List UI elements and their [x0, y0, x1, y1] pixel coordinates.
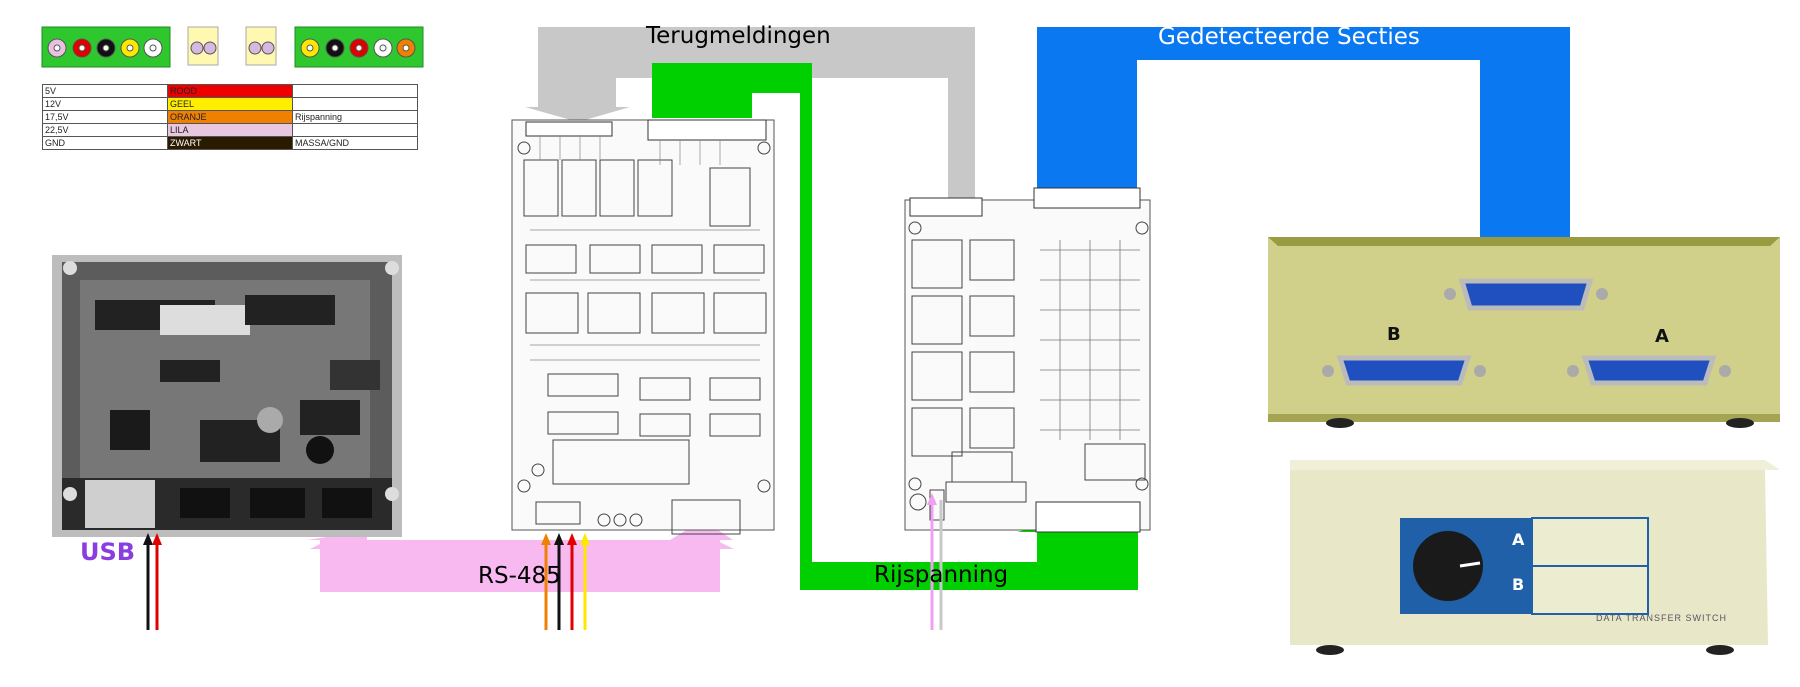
- track-voltage-band: [652, 63, 1138, 590]
- rs485-power-wires: [541, 533, 590, 630]
- switch-position-a: A: [1512, 530, 1525, 549]
- feedback-band: [531, 27, 975, 200]
- feedback-decoder-pcb: [511, 119, 775, 535]
- note-cell: [292, 97, 418, 111]
- port-b-label: B: [1387, 324, 1401, 345]
- occupancy-detector-pcb: [904, 187, 1151, 533]
- track-voltage-label: Rijspanning: [874, 562, 1009, 588]
- voltage-cell: 17,5V: [42, 110, 168, 124]
- usb-interface-board: [52, 255, 402, 537]
- voltage-cell: 22,5V: [42, 123, 168, 137]
- terminal-lila-2: [245, 26, 277, 66]
- port-a-label: A: [1655, 326, 1669, 347]
- color-name-cell: ORANJE: [167, 110, 293, 124]
- switch-box-front: [1290, 460, 1780, 655]
- feedback-label: Terugmeldingen: [646, 23, 831, 49]
- color-name-cell: ROOD: [167, 84, 293, 98]
- terminal-strip-left: [41, 26, 171, 68]
- terminal-lila-1: [187, 26, 219, 66]
- note-cell: [292, 84, 418, 98]
- switch-position-b: B: [1512, 575, 1525, 594]
- color-name-cell: LILA: [167, 123, 293, 137]
- lila-wires: [927, 493, 943, 630]
- terminal-strip-right: [294, 26, 424, 68]
- voltage-cell: 5V: [42, 84, 168, 98]
- switch-box-rear: [1268, 237, 1780, 428]
- usb-label: USB: [80, 538, 136, 566]
- usb-wires: [143, 533, 162, 630]
- switch-caption: DATA TRANSFER SWITCH: [1596, 613, 1728, 623]
- detected-sections-label: Gedetecteerde Secties: [1158, 24, 1420, 50]
- color-name-cell: ZWART: [167, 136, 293, 150]
- note-cell: MASSA/GND: [292, 136, 418, 150]
- note-cell: Rijspanning: [292, 110, 418, 124]
- voltage-cell: 12V: [42, 97, 168, 111]
- voltage-cell: GND: [42, 136, 168, 150]
- rs485-label: RS-485: [478, 563, 561, 589]
- feedback-band-left-arrow: [525, 27, 630, 122]
- note-cell: [292, 123, 418, 137]
- color-name-cell: GEEL: [167, 97, 293, 111]
